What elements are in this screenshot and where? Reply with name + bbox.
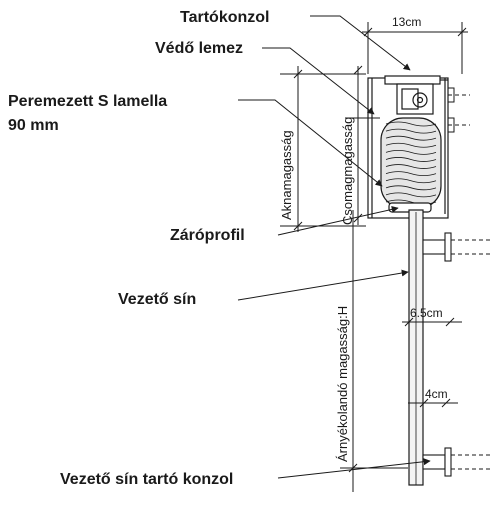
slat-windings: [385, 121, 437, 205]
dim-tick: [293, 69, 303, 79]
dim-tick: [353, 65, 363, 75]
dim-box-width-label: 13cm: [392, 15, 421, 29]
rail-bracket-plate: [444, 232, 452, 262]
rail-bracket-lower: [422, 447, 490, 477]
slat-winding-line: [385, 178, 437, 184]
slat-winding-line: [385, 171, 437, 177]
callout-end-profile-label: Záróprofil: [170, 227, 245, 244]
dim-tick: [363, 27, 373, 37]
callout-rail-bracket: Vezető sín tartó konzol: [60, 458, 431, 488]
dim-tick: [353, 213, 363, 223]
dim-shaded-height: Árnyékolandó magasság:H: [335, 210, 408, 492]
dim-rail-depth: 4cm: [408, 387, 458, 408]
callout-slat-label-line1: Peremezett S lamella: [8, 93, 167, 110]
callout-end-profile: Záróprofil: [170, 205, 399, 244]
slat-winding-line: [385, 185, 437, 191]
dim-rail-depth-label: 4cm: [425, 387, 448, 401]
slat-winding-line: [385, 157, 437, 162]
slat-winding-line: [385, 135, 437, 141]
bracket-plate: [384, 75, 441, 85]
dim-tick: [419, 398, 429, 408]
callout-cover-arrow: [262, 47, 375, 115]
dim-box-width: 13cm: [362, 15, 468, 74]
dim-shaded-height-label: Árnyékolandó magasság:H: [335, 306, 350, 462]
rail-bracket-arm: [422, 454, 446, 470]
head-wall-fixings: [447, 87, 470, 133]
rail-bracket-plate: [444, 447, 452, 477]
fixing-washer-upper: [447, 87, 455, 103]
dim-pit-height-label: Aknamagasság: [279, 130, 294, 220]
slat-winding-line: [385, 121, 437, 127]
callout-rail-bracket-label: Vezető sín tartó konzol: [60, 471, 233, 488]
guide-rail: [408, 209, 424, 486]
slat-winding-line: [385, 164, 437, 169]
dim-package-height: Csomagmagasság: [340, 65, 380, 225]
callout-bracket-arrow: [310, 15, 411, 71]
dim-tick: [348, 463, 358, 473]
callout-slat-arrow: [238, 99, 383, 187]
callout-cover-label: Védő lemez: [155, 40, 243, 57]
callout-rail: Vezető sín: [118, 269, 409, 308]
top-bracket: [384, 75, 448, 115]
dim-tick: [445, 317, 455, 327]
slat-winding-line: [385, 192, 437, 198]
callout-bracket-label: Tartókonzol: [180, 9, 269, 26]
callout-end-profile-arrow: [277, 205, 399, 236]
dim-package-height-label: Csomagmagasság: [340, 117, 355, 225]
dim-tick: [293, 221, 303, 231]
dim-tick: [441, 398, 451, 408]
dim-tick: [404, 317, 414, 327]
slat-pack: [380, 117, 442, 209]
callout-rail-label: Vezető sín: [118, 291, 196, 308]
dim-rail-width: 6.5cm: [402, 306, 462, 327]
dim-tick: [457, 27, 467, 37]
axle-icon: [412, 92, 428, 108]
callout-slat-label-line2: 90 mm: [8, 117, 59, 134]
slat-winding-line: [385, 128, 437, 134]
callout-rail-arrow: [237, 269, 409, 301]
callout-bracket: Tartókonzol: [180, 9, 411, 71]
callout-slat: Peremezett S lamella 90 mm: [8, 93, 383, 187]
callout-cover: Védő lemez: [155, 40, 375, 115]
slat-winding-line: [385, 142, 437, 148]
rail-bracket-arm: [422, 239, 446, 255]
slat-winding-line: [385, 149, 437, 155]
fixing-washer-lower: [447, 117, 455, 133]
callout-rail-bracket-arrow: [277, 458, 431, 479]
dim-rail-width-label: 6.5cm: [410, 306, 443, 320]
rail-bracket-upper: [422, 232, 490, 262]
axle-center-icon: [416, 96, 424, 104]
